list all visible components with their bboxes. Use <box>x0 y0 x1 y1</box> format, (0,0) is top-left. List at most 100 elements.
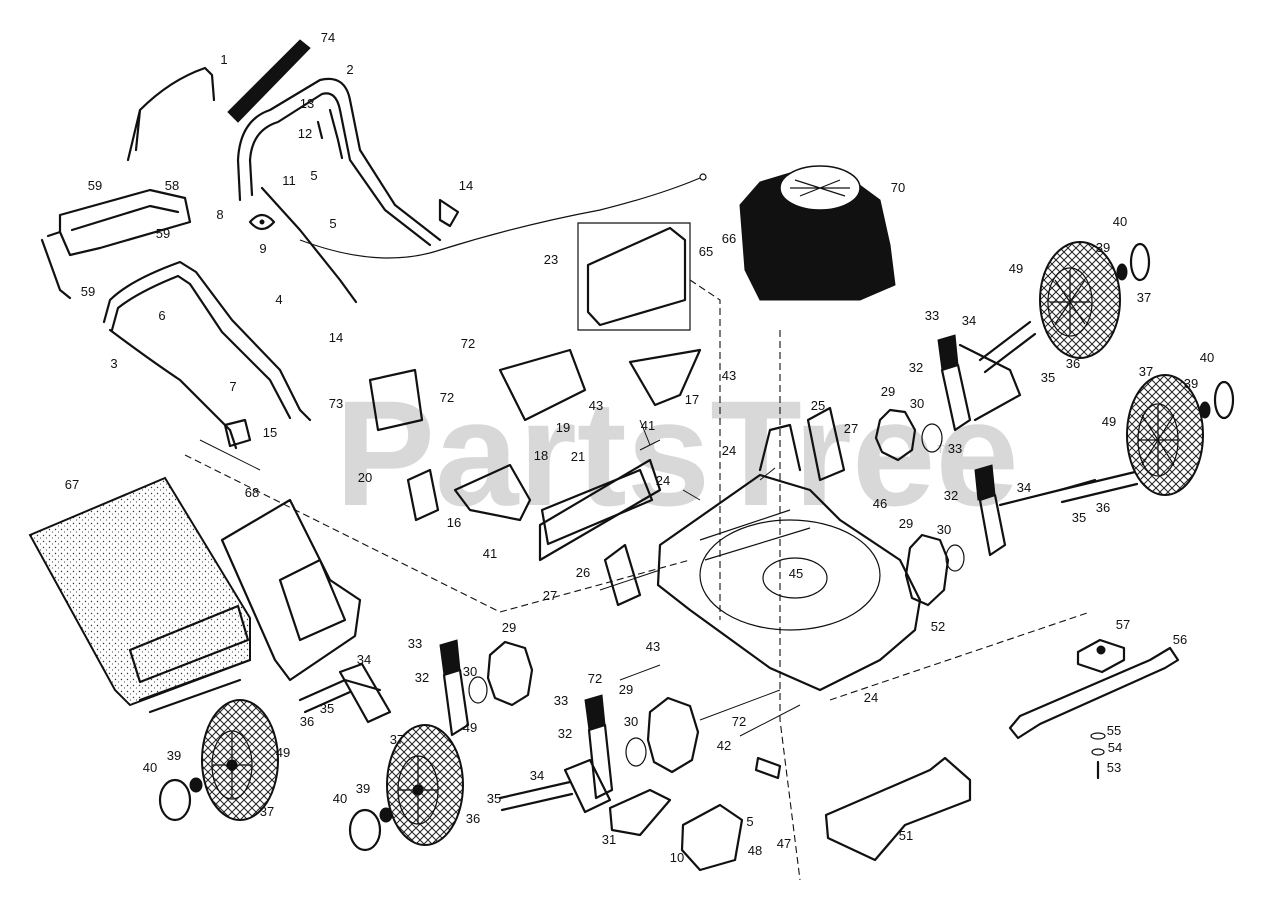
part-callout-59: 59 <box>88 178 102 193</box>
part-callout-11: 11 <box>282 173 296 188</box>
part-callout-40: 40 <box>1113 214 1127 229</box>
part-callout-36: 36 <box>1066 356 1080 371</box>
control-bar <box>126 66 216 162</box>
part-callout-73: 73 <box>329 396 343 411</box>
assembly-guides <box>184 419 1091 737</box>
part-callout-52: 52 <box>931 619 945 634</box>
part-callout-5: 5 <box>329 216 336 231</box>
part-callout-1: 1 <box>220 52 227 67</box>
part-callout-32: 32 <box>909 360 923 375</box>
part-callout-41: 41 <box>641 418 655 433</box>
part-callout-24: 24 <box>656 473 670 488</box>
part-callout-46: 46 <box>873 496 887 511</box>
mower-deck <box>656 423 922 692</box>
part-callout-39: 39 <box>1096 240 1110 255</box>
part-callout-34: 34 <box>962 313 976 328</box>
gear-plate-left-rear <box>468 640 534 707</box>
blade-bolt-stack <box>1090 732 1106 780</box>
bracket-42 <box>754 756 782 780</box>
gear-plate-right-front <box>904 533 965 607</box>
part-callout-48: 48 <box>748 843 762 858</box>
part-callout-35: 35 <box>1041 370 1055 385</box>
part-callout-31: 31 <box>602 832 616 847</box>
part-callout-14: 14 <box>459 178 473 193</box>
part-callout-72: 72 <box>440 390 454 405</box>
part-callout-29: 29 <box>881 384 895 399</box>
part-callout-74: 74 <box>321 30 335 45</box>
part-callout-53: 53 <box>1107 760 1121 775</box>
grass-bag <box>28 476 252 714</box>
part-callout-32: 32 <box>415 670 429 685</box>
part-callout-21: 21 <box>571 449 585 464</box>
chute-cover-10 <box>680 803 744 872</box>
part-callout-37: 37 <box>1137 290 1151 305</box>
part-callout-34: 34 <box>357 652 371 667</box>
part-callout-43: 43 <box>646 639 660 654</box>
part-callout-67: 67 <box>65 477 79 492</box>
bag-frame-68 <box>220 498 362 682</box>
part-callout-36: 36 <box>466 811 480 826</box>
pivot-bracket-25 <box>806 406 846 482</box>
part-callout-30: 30 <box>910 396 924 411</box>
part-callout-4: 4 <box>275 292 282 307</box>
grass-bag-frame <box>40 188 192 300</box>
handle-knob <box>248 213 276 231</box>
part-callout-15: 15 <box>263 425 277 440</box>
part-callout-3: 3 <box>110 356 117 371</box>
part-callout-47: 47 <box>777 836 791 851</box>
axle-right-front <box>1058 470 1139 504</box>
part-callout-32: 32 <box>944 488 958 503</box>
part-callout-37: 37 <box>1139 364 1153 379</box>
part-callout-26: 26 <box>576 565 590 580</box>
part-callout-54: 54 <box>1108 740 1122 755</box>
part-callout-20: 20 <box>358 470 372 485</box>
part-callout-14: 14 <box>329 330 343 345</box>
part-callout-19: 19 <box>556 420 570 435</box>
part-callout-56: 56 <box>1173 632 1187 647</box>
handle-bracket-15 <box>223 418 252 448</box>
part-callout-40: 40 <box>143 760 157 775</box>
part-callout-55: 55 <box>1107 723 1121 738</box>
engine-dashed-guide <box>689 279 801 881</box>
part-callout-16: 16 <box>447 515 461 530</box>
deflector-51 <box>824 756 972 862</box>
wheel-left-rear <box>158 699 279 822</box>
blade-adapter <box>1076 638 1126 674</box>
part-callout-34: 34 <box>530 768 544 783</box>
pivot-bracket-26 <box>603 543 642 607</box>
upper-handle <box>236 77 442 304</box>
part-callout-33: 33 <box>408 636 422 651</box>
part-callout-13: 13 <box>300 96 314 111</box>
part-callout-6: 6 <box>158 308 165 323</box>
part-callout-72: 72 <box>732 714 746 729</box>
part-callout-43: 43 <box>589 398 603 413</box>
part-callout-8: 8 <box>216 207 223 222</box>
part-callout-36: 36 <box>300 714 314 729</box>
bracket-20 <box>406 468 440 522</box>
gear-plate-left-front <box>625 696 700 774</box>
wheel-right-rear <box>1039 241 1151 359</box>
axle-left-rear <box>298 662 392 724</box>
handle-grip <box>227 39 311 123</box>
part-callout-33: 33 <box>948 441 962 456</box>
part-callout-24: 24 <box>864 690 878 705</box>
part-callout-30: 30 <box>463 664 477 679</box>
part-callout-39: 39 <box>1184 376 1198 391</box>
part-callout-33: 33 <box>554 693 568 708</box>
part-callout-65: 65 <box>699 244 713 259</box>
part-callout-17: 17 <box>685 392 699 407</box>
axle-right-rear <box>978 320 1037 374</box>
throttle-cable <box>299 173 707 259</box>
part-callout-51: 51 <box>899 828 913 843</box>
part-callout-35: 35 <box>487 791 501 806</box>
part-callout-66: 66 <box>722 231 736 246</box>
part-callout-70: 70 <box>891 180 905 195</box>
part-callout-42: 42 <box>717 738 731 753</box>
part-callout-23: 23 <box>544 252 558 267</box>
part-callout-29: 29 <box>899 516 913 531</box>
part-callout-7: 7 <box>229 379 236 394</box>
mower-blade <box>1008 646 1180 740</box>
decal-73 <box>368 368 424 432</box>
part-callout-5: 5 <box>310 168 317 183</box>
